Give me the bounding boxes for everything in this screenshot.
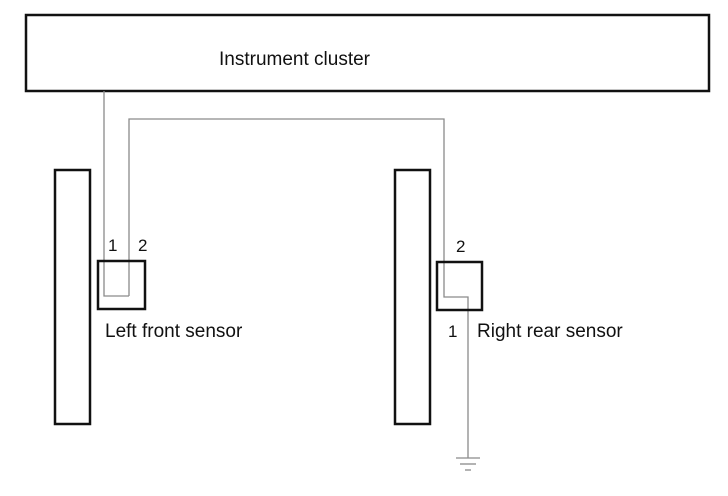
left-front-sensor: 1 2 Left front sensor	[96, 236, 243, 342]
right-rear-sensor: 2 1 Right rear sensor	[435, 237, 623, 342]
left-sensor-pin1-label: 1	[108, 236, 117, 255]
wire-left-pin1	[103, 91, 129, 297]
right-rear-sensor-label: Right rear sensor	[477, 321, 623, 342]
right-sensor-pin2-label: 2	[456, 237, 465, 256]
wiring	[103, 91, 469, 458]
left-front-sensor-box	[96, 259, 147, 311]
left-front-sensor-label: Left front sensor	[105, 321, 243, 342]
instrument-cluster-label: Instrument cluster	[219, 49, 371, 70]
wire-right-pin2-internal	[443, 243, 469, 458]
right-rear-sensor-box	[435, 260, 484, 312]
left-wheel	[53, 168, 92, 426]
right-sensor-pin1-label: 1	[448, 322, 457, 341]
left-sensor-pin2-label: 2	[138, 236, 147, 255]
wire-left-pin2-to-right-pin2	[128, 118, 445, 296]
instrument-cluster: Instrument cluster	[24, 13, 711, 93]
instrument-cluster-box	[24, 13, 711, 93]
right-wheel	[393, 168, 432, 426]
ground-icon	[456, 457, 480, 471]
